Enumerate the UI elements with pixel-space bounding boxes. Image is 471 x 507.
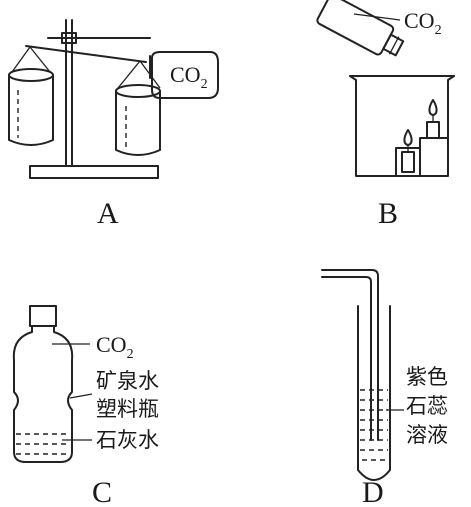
panel-a-letter: A [97,197,119,230]
panel-c: CO2 矿泉水 塑料瓶 石灰水 C [12,305,159,507]
leader-line-b [353,13,401,21]
bottle-cap [29,305,57,327]
left-hanger [11,46,31,73]
delivery-tube-inner [321,276,372,441]
clamp [61,32,77,44]
balance-beam [25,45,147,63]
bottle-lip [388,36,400,55]
left-bag-top [8,68,54,82]
panel-a-gas-label: CO2 [170,62,208,92]
leader-bottle [69,393,93,399]
plastic-bottle [12,325,74,463]
bottle-label-line2: 塑料瓶 [96,397,159,421]
right-bag [115,90,161,156]
panel-b: CO2 B [316,0,455,230]
litmus-label-line1: 紫色 [406,365,448,389]
upper-flame [428,99,438,116]
panel-c-letter: C [92,476,112,507]
lower-candle [401,151,415,173]
bottle-mouth [382,33,405,57]
left-hanger-2 [29,46,51,73]
platform-high [419,137,449,177]
panel-d: 紫色 石蕊 溶液 D [321,269,448,507]
beaker [349,75,455,177]
bottle-label-line1: 矿泉水 [96,369,159,393]
delivery-tube [321,269,379,441]
test-tube [357,305,391,481]
panel-b-letter: B [378,197,398,230]
co2-bottle-a [151,51,219,99]
left-bag [8,74,54,146]
lower-flame [403,129,413,146]
bottle-body [316,0,395,56]
panel-b-gas-label: CO2 [404,8,442,38]
upper-candle [426,121,440,139]
litmus-label-line3: 溶液 [406,423,448,447]
panel-c-gas-label: CO2 [96,332,134,362]
co2-bottle-b [316,0,405,57]
limewater-label: 石灰水 [96,428,159,452]
panel-a: CO2 A [8,19,219,230]
right-hanger [117,60,141,89]
panel-d-letter: D [362,476,384,507]
balance-base [29,165,159,179]
litmus-label-line2: 石蕊 [406,394,448,418]
